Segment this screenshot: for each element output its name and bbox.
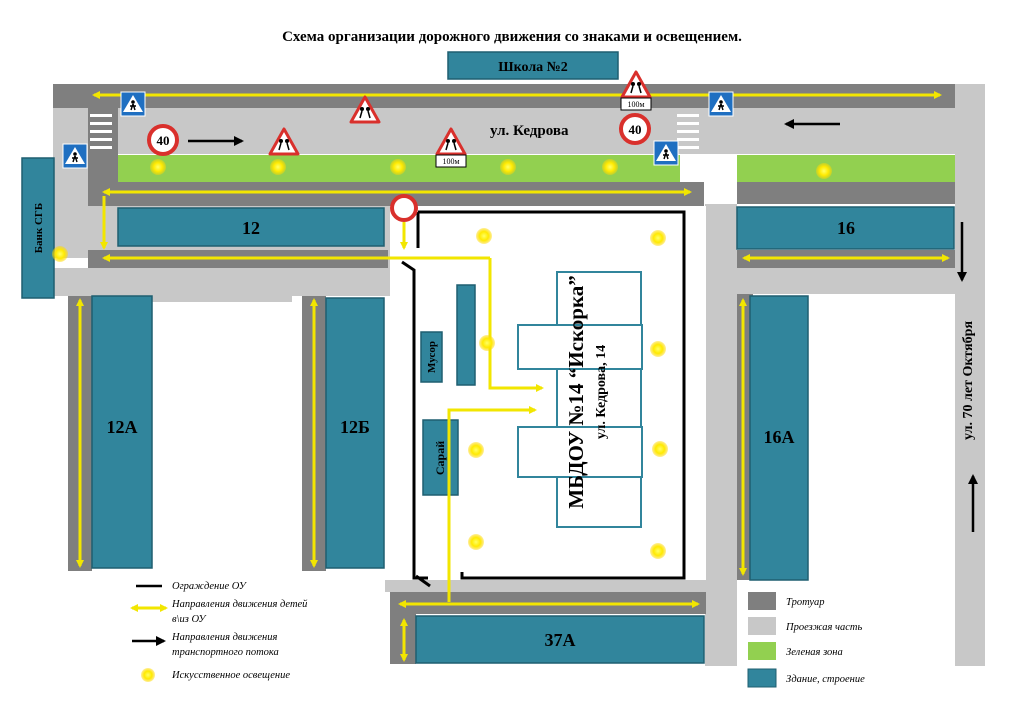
- children-warning-sign-icon: [620, 70, 652, 99]
- zebra-crossing-right: [677, 114, 699, 149]
- building-16: 16: [736, 206, 955, 250]
- legend-road-label: Проезжая часть: [785, 622, 862, 633]
- children-warning-sign-icon: [349, 95, 381, 124]
- legend-children-path-label-2: в\из ОУ: [172, 614, 207, 625]
- legend-sidewalk-label: Тротуар: [786, 597, 825, 608]
- pedestrian-sign-icon: [62, 143, 88, 169]
- speed-limit-value: 40: [157, 133, 170, 148]
- legend-building-swatch: [747, 668, 777, 688]
- building-12b-label: 12Б: [340, 417, 370, 437]
- legend-traffic-label-2: транспортного потока: [172, 647, 279, 658]
- light-icon: [468, 534, 484, 550]
- shed-label: Сарай: [433, 441, 447, 475]
- pedestrian-sign-icon: [708, 91, 734, 117]
- kedrova-street-label: ул. Кедрова: [490, 123, 569, 139]
- building-37a: 37А: [415, 615, 705, 664]
- trash-container: [420, 331, 443, 383]
- light-icon: [468, 442, 484, 458]
- legend-light-label: Искусственное освещение: [171, 670, 290, 681]
- building-16-label: 16: [837, 218, 855, 238]
- light-icon: [479, 335, 495, 351]
- kedrova-road: [53, 108, 956, 154]
- building-16a-label: 16А: [764, 427, 795, 447]
- kindergarten-fence: [401, 210, 686, 588]
- legend-left: Ограждение ОУ Направления движения детей…: [130, 581, 308, 682]
- building-12-label: 12: [242, 218, 260, 238]
- children-paths: [76, 91, 950, 662]
- distance-plate-label: 100м: [627, 100, 644, 109]
- kindergarten-building: [517, 271, 643, 528]
- map-title: Схема организации дорожного движения со …: [282, 29, 742, 45]
- light-icon: [390, 159, 406, 175]
- legend-fence-label: Ограждение ОУ: [172, 581, 248, 592]
- distance-plate: 100м: [620, 97, 652, 111]
- legend-green-swatch: [748, 642, 776, 660]
- legend-right: Тротуар Проезжая часть Зеленая зона Здан…: [747, 592, 865, 688]
- zebra-crossing-left: [90, 114, 112, 149]
- kindergarten-address: ул. Кедрова, 14: [594, 345, 609, 439]
- pedestrian-sign-icon: [120, 91, 146, 117]
- speed-limit-value: 40: [629, 122, 642, 137]
- school-label: Школа №2: [498, 60, 568, 75]
- distance-plate-label: 100м: [442, 157, 459, 166]
- road-left-connector: [53, 108, 88, 258]
- building-12b: 12Б: [325, 297, 385, 569]
- trash-label: Мусор: [426, 341, 438, 373]
- legend-children-path-label: Направления движения детей: [171, 599, 308, 610]
- light-icon: [476, 228, 492, 244]
- light-icon: [500, 159, 516, 175]
- speed-limit-sign-icon: 40: [147, 124, 179, 156]
- light-icon: [150, 159, 166, 175]
- light-icon: [602, 159, 618, 175]
- light-icon: [816, 163, 832, 179]
- legend-road-swatch: [748, 617, 776, 635]
- right-lower-road: [705, 268, 955, 294]
- school-building: Школа №2: [447, 51, 619, 80]
- building-12: 12: [117, 207, 385, 247]
- building-16a: 16А: [749, 295, 809, 581]
- kindergarten-territory: Мусор Сарай МБДОУ №14 “Искорка” ул. Кедр…: [390, 206, 706, 588]
- legend-sidewalk-swatch: [748, 592, 776, 610]
- trash-shed: [456, 284, 476, 386]
- bank-label: Банк СГБ: [33, 203, 45, 253]
- south-sidewalk-right: [737, 182, 955, 204]
- street-lights: [52, 159, 832, 559]
- legend-traffic-label: Направления движения: [171, 632, 277, 643]
- children-warning-sign-icon: [435, 127, 467, 156]
- light-icon: [652, 441, 668, 457]
- oktyabrya-street-label: ул. 70 лет Октября: [961, 321, 976, 440]
- kindergarten-name: МБДОУ №14 “Искорка”: [564, 275, 588, 508]
- light-icon: [650, 341, 666, 357]
- green-zone-right: [737, 155, 955, 182]
- distance-plate: 100м: [435, 154, 467, 168]
- light-icon: [52, 246, 68, 262]
- no-entry-sign-icon: [390, 194, 418, 222]
- pedestrian-sign-icon: [653, 140, 679, 166]
- building-12a: 12А: [91, 295, 153, 569]
- light-icon: [650, 230, 666, 246]
- legend-light-icon: [141, 668, 155, 682]
- road-between-bottom: [385, 580, 705, 592]
- legend-green-label: Зеленая зона: [786, 647, 843, 658]
- building-12a-label: 12А: [107, 417, 138, 437]
- building-37a-label: 37А: [545, 630, 576, 650]
- traffic-arrows: [188, 119, 978, 532]
- children-warning-sign-icon: [268, 127, 300, 156]
- light-icon: [650, 543, 666, 559]
- road-left-between: [53, 268, 398, 296]
- bank-building: Банк СГБ: [21, 157, 55, 299]
- speed-limit-sign-icon: 40: [619, 113, 651, 145]
- oktyabrya-road: [955, 84, 985, 666]
- light-icon: [270, 159, 286, 175]
- child-path-to-entrance-top: [488, 258, 544, 392]
- child-path-to-entrance-bottom: [447, 406, 537, 602]
- shed-building: [422, 419, 459, 496]
- road-between-12a-12b: [152, 296, 292, 302]
- legend-building-label: Здание, строение: [786, 674, 865, 685]
